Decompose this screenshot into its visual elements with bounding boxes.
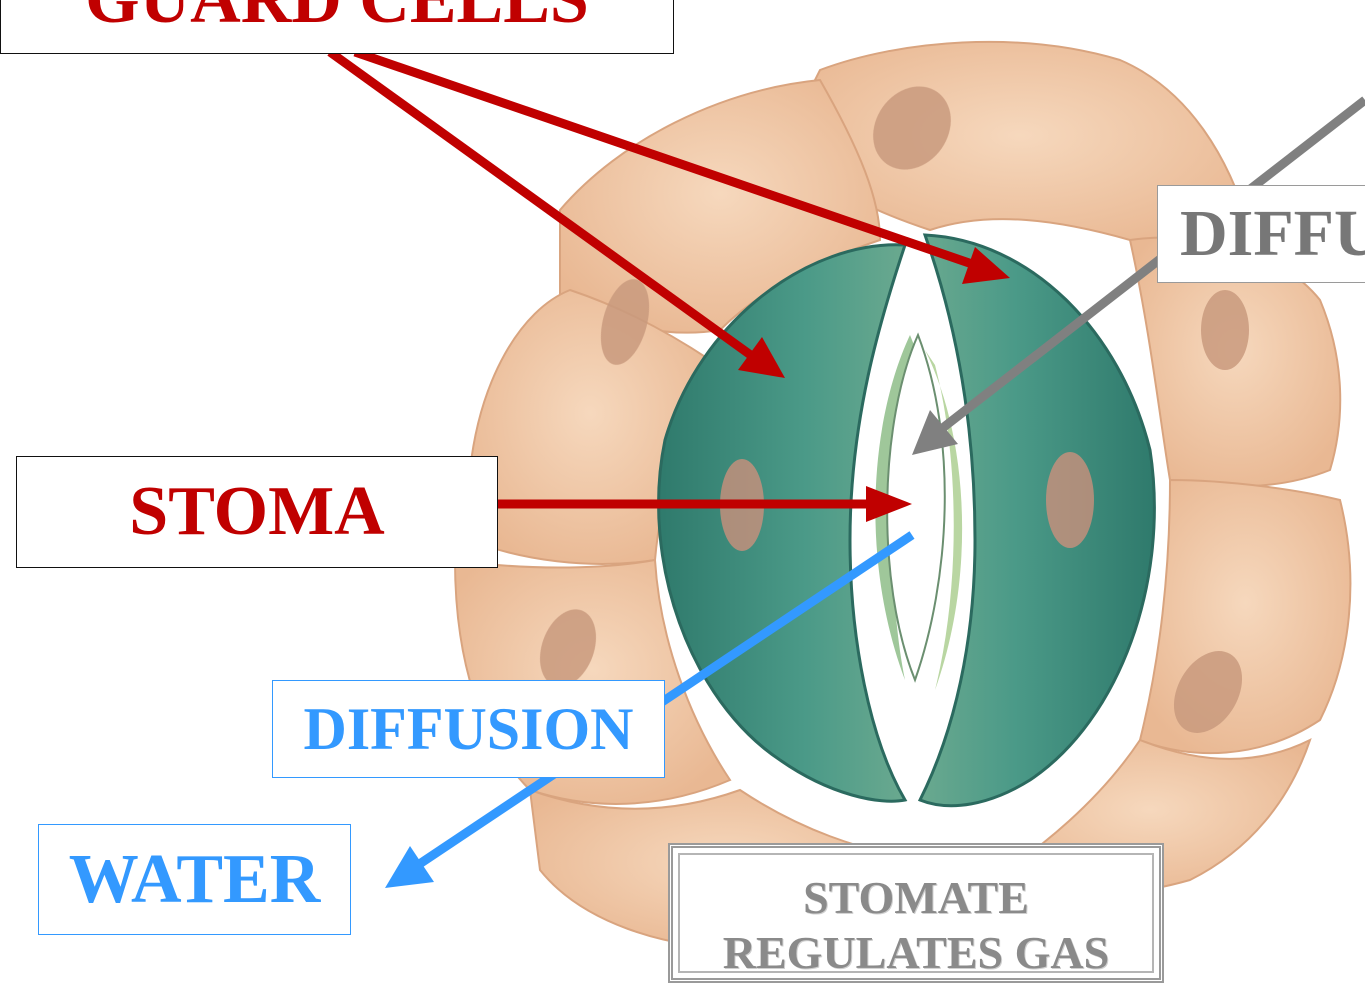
diffusion-in-label: DIFFU xyxy=(1157,185,1365,283)
stomate-caption-line2: REGULATES GAS xyxy=(723,925,1109,980)
guard-cells-label: GUARD CELLS xyxy=(0,0,674,54)
stoma-label-text: STOMA xyxy=(129,472,384,552)
stomate-caption: STOMATE REGULATES GAS xyxy=(668,843,1164,983)
guard-cells-label-text: GUARD CELLS xyxy=(85,0,589,35)
stomate-caption-line1: STOMATE xyxy=(803,870,1029,925)
diffusion-out-label: DIFFUSION xyxy=(272,680,665,778)
water-label-text: WATER xyxy=(69,840,321,920)
diffusion-in-label-text: DIFFU xyxy=(1180,196,1365,272)
stoma-label: STOMA xyxy=(16,456,498,568)
diffusion-out-label-text: DIFFUSION xyxy=(303,695,633,764)
water-label: WATER xyxy=(38,824,351,935)
